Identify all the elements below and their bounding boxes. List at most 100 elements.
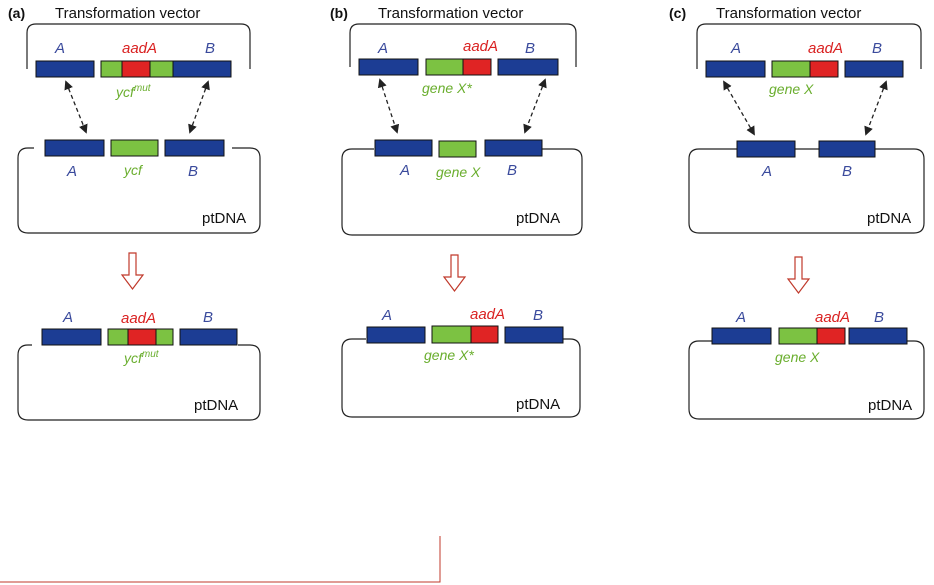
panel-b-result-outline: [341, 338, 581, 418]
panel-c-genome-construct: [736, 140, 876, 158]
panel-a: (a) Transformation vector A aadA B ycfmu…: [8, 5, 261, 421]
panel-b-genome-label-b: B: [507, 162, 517, 179]
panel-a-result-label-aada: aadA: [121, 310, 156, 327]
panel-b-recombination-arrow-left: [377, 78, 400, 134]
flank-a-segment: [35, 60, 95, 78]
panel-c-genome-label-a: A: [761, 163, 772, 180]
aada-segment: [470, 325, 499, 344]
panel-a-genome-label-b: B: [188, 163, 198, 180]
panel-b-result-label-b: B: [533, 307, 543, 324]
aada-segment: [462, 58, 492, 76]
panel-c-genome-ptdna: ptDNA: [867, 210, 911, 227]
panel-a-vector-outline: [26, 23, 251, 69]
panel-a-genome-construct: [44, 139, 225, 157]
flank-a-segment: [358, 58, 419, 76]
panel-c-result-label-b: B: [874, 309, 884, 326]
aada-segment: [127, 328, 157, 346]
panel-b-genome-label-a: A: [399, 162, 410, 179]
gene-x-segment: [771, 60, 811, 78]
panel-c-vector-label-b: B: [872, 40, 882, 57]
gene-x-star-segment: [431, 325, 472, 344]
gene-x-segment: [438, 140, 477, 158]
flank-b-segment: [484, 139, 543, 157]
panel-b-vector-label-a: A: [377, 40, 388, 57]
flank-b-segment: [844, 60, 904, 78]
bottom-divider-line: [0, 536, 441, 583]
flank-a-segment: [44, 139, 105, 157]
panel-b-result-arrow: [442, 254, 467, 292]
panel-c-result-arrow: [786, 256, 811, 294]
panel-c-result-label-aada: aadA: [815, 309, 850, 326]
panel-c-result-gene-label: gene X: [775, 349, 820, 365]
panel-a-result-outline: [17, 344, 261, 421]
flank-b-segment: [172, 60, 232, 78]
panel-b-result-label-a: A: [381, 307, 392, 324]
panel-b-vector-label-b: B: [525, 40, 535, 57]
panel-b-vector-outline: [349, 23, 577, 67]
panel-a-result-construct: [41, 328, 238, 346]
panel-c-vector-construct: [705, 60, 904, 78]
panel-c-letter: (c): [669, 5, 686, 21]
panel-b-vector-title: Transformation vector: [378, 5, 523, 22]
panel-b-result-gene-label: gene X*: [424, 347, 474, 363]
panel-a-genome-ptdna: ptDNA: [202, 210, 246, 227]
panel-b-result-construct: [366, 325, 564, 344]
panel-c: (c) Transformation vector A aadA B gene …: [669, 5, 925, 420]
panel-a-result-gene-label: ycfmut: [123, 349, 160, 366]
panel-c-result-label-a: A: [735, 309, 746, 326]
flank-b-segment: [497, 58, 559, 76]
panel-a-result-ptdna: ptDNA: [194, 397, 238, 414]
panel-c-result-construct: [711, 327, 908, 345]
panel-a-result-arrow: [120, 252, 145, 290]
panel-b-result-label-aada: aadA: [470, 306, 505, 323]
flank-b-segment: [179, 328, 238, 346]
panel-b-genome-outline: [341, 148, 583, 236]
panel-a-result-label-b: B: [203, 309, 213, 326]
panel-c-genome-label-b: B: [842, 163, 852, 180]
flank-b-segment: [848, 327, 908, 345]
panel-c-vector-gene-label: gene X: [769, 81, 814, 97]
gene-x-star-segment: [425, 58, 464, 76]
panel-b-result-ptdna: ptDNA: [516, 396, 560, 413]
ycf-segment: [110, 139, 159, 157]
panel-c-recombination-arrow-right: [864, 80, 888, 136]
panel-c-result-outline: [688, 340, 925, 420]
aada-segment: [809, 60, 839, 78]
panel-a-genome-label-a: A: [66, 163, 77, 180]
flank-a-segment: [711, 327, 772, 345]
panel-a-result-label-a: A: [62, 309, 73, 326]
panel-c-vector-label-aada: aadA: [808, 40, 843, 57]
panel-c-vector-title: Transformation vector: [716, 5, 861, 22]
panel-a-vector-label-aada: aadA: [122, 40, 157, 57]
panel-a-vector-title: Transformation vector: [55, 5, 200, 22]
gene-x-segment: [778, 327, 818, 345]
panel-b-vector-label-aada: aadA: [463, 38, 498, 55]
flank-b-segment: [164, 139, 225, 157]
panel-b-genome-gene-label: gene X: [436, 164, 481, 180]
aada-segment: [816, 327, 846, 345]
panel-a-genome-outline: [17, 147, 261, 234]
flank-a-segment: [374, 139, 433, 157]
panel-b: (b) Transformation vector A aadA B gene …: [330, 5, 583, 418]
aada-segment: [121, 60, 151, 78]
flank-a-segment: [736, 140, 796, 158]
panel-a-recombination-arrow-left: [64, 80, 88, 134]
panel-a-vector-label-a: A: [54, 40, 65, 57]
panel-b-vector-construct: [358, 58, 559, 76]
panel-b-genome-construct: [374, 139, 543, 158]
panel-a-recombination-arrow-right: [188, 80, 210, 134]
flank-a-segment: [366, 326, 426, 344]
panel-b-letter: (b): [330, 5, 348, 21]
panel-a-vector-construct: [35, 60, 232, 78]
panel-b-recombination-arrow-right: [523, 78, 547, 134]
panel-a-letter: (a): [8, 5, 25, 21]
flank-a-segment: [41, 328, 102, 346]
panel-a-vector-gene-label: ycfmut: [115, 83, 152, 100]
panel-c-result-ptdna: ptDNA: [868, 397, 912, 414]
flank-b-segment: [504, 326, 564, 344]
flank-b-segment: [818, 140, 876, 158]
panel-c-recombination-arrow-left: [723, 80, 755, 136]
panel-a-vector-label-b: B: [205, 40, 215, 57]
flank-a-segment: [705, 60, 766, 78]
panel-c-vector-outline: [696, 23, 922, 69]
